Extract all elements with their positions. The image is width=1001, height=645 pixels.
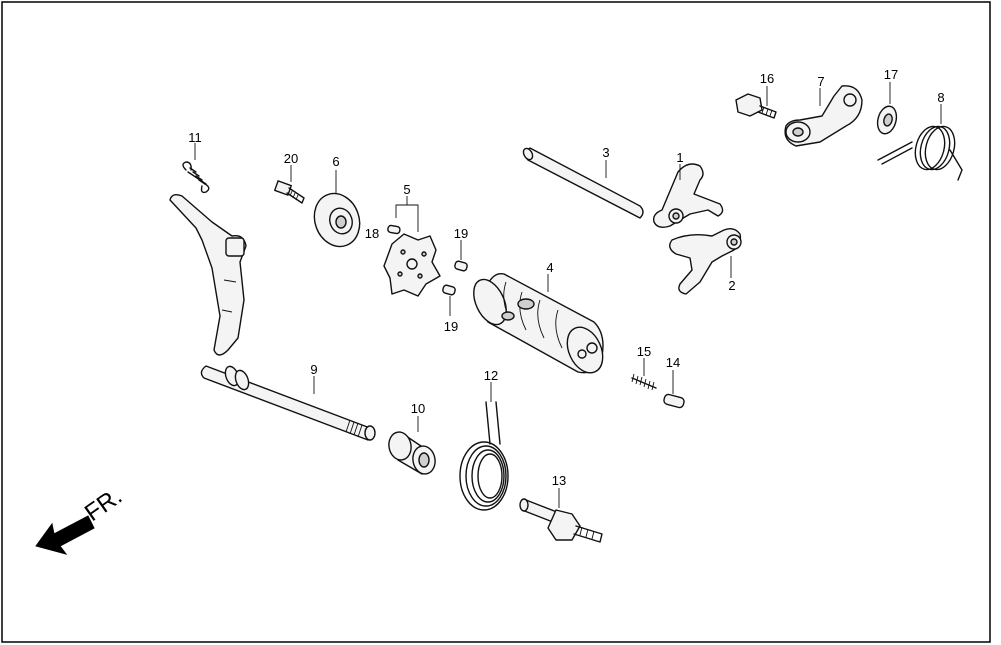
part-1-shift-fork [652, 163, 724, 229]
part-17-washer [876, 105, 898, 135]
part-4-shift-drum [473, 273, 604, 374]
callout-15: 15 [637, 344, 651, 359]
callout-4: 4 [546, 260, 553, 275]
callout-6: 6 [332, 154, 339, 169]
part-10-collar [388, 431, 436, 475]
part-7-stopper-arm [784, 85, 863, 147]
part-16-flange-bolt [735, 93, 777, 119]
part-14-pin [663, 393, 685, 409]
callout-2: 2 [728, 278, 735, 293]
part-15-spring [631, 373, 657, 391]
callout-12: 12 [484, 368, 498, 383]
front-direction-arrow [35, 515, 95, 555]
part-3-fork-shaft [522, 147, 644, 219]
part-5-star-plate [383, 233, 441, 297]
callout-1: 1 [676, 150, 683, 165]
callout-7: 7 [817, 74, 824, 89]
callout-17: 17 [884, 67, 898, 82]
part-2-shift-fork [669, 227, 742, 295]
part-18-pin [387, 224, 401, 235]
callout-14: 14 [666, 355, 680, 370]
part-11-spring [182, 161, 210, 194]
callout-9: 9 [310, 362, 317, 377]
callout-11: 11 [188, 130, 202, 145]
callout-13: 13 [552, 473, 566, 488]
callout-18: 18 [365, 226, 379, 241]
callout-3: 3 [602, 145, 609, 160]
callout-16: 16 [760, 71, 774, 86]
part-19-pin-lower [442, 284, 456, 296]
callout-19-lower: 19 [444, 319, 458, 334]
callout-19-upper: 19 [454, 226, 468, 241]
part-8-torsion-spring [877, 125, 963, 181]
callout-10: 10 [411, 401, 425, 416]
callout-8: 8 [937, 90, 944, 105]
callout-5: 5 [403, 182, 410, 197]
part-19-pin-upper [454, 260, 468, 272]
part-20-bolt [274, 180, 305, 204]
part-9-gearshift-spindle [169, 193, 376, 441]
part-13-stud-bolt [519, 498, 603, 543]
part-12-return-spring [459, 401, 509, 511]
part-6-plate [313, 192, 361, 248]
callout-20: 20 [284, 151, 298, 166]
